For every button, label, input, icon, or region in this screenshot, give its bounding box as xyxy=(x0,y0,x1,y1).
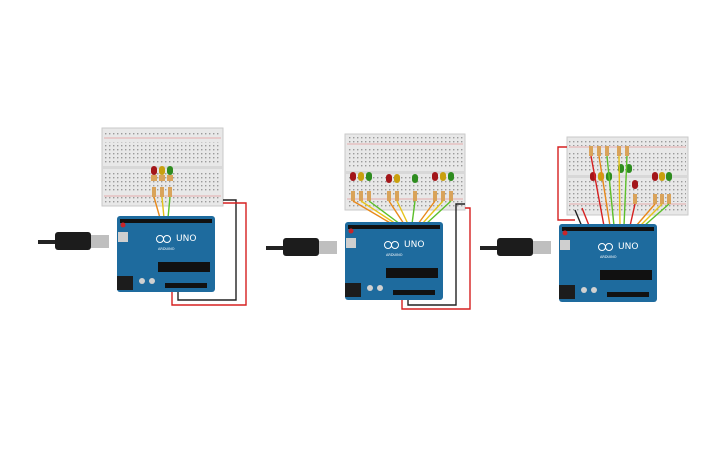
board-brand-label: UNO xyxy=(176,234,196,244)
board-brand-label: UNO xyxy=(618,242,638,252)
usb-cable-1[interactable] xyxy=(38,232,109,250)
board-brand-label: UNO xyxy=(404,240,424,250)
leds-2[interactable] xyxy=(350,172,454,183)
led-green-1[interactable] xyxy=(167,166,173,181)
led-red-1[interactable] xyxy=(151,166,157,181)
usb-cable-3[interactable] xyxy=(480,238,551,256)
circuit-3[interactable]: UNO ARDUINO xyxy=(480,136,689,302)
arduino-board-1[interactable]: UNO ARDUINO xyxy=(117,216,215,292)
usb-cable-2[interactable] xyxy=(266,238,337,256)
resistors-1[interactable] xyxy=(152,187,172,197)
resistors-2[interactable] xyxy=(351,191,453,201)
arduino-board-2[interactable]: UNO ARDUINO xyxy=(345,222,443,300)
board-maker-label: ARDUINO xyxy=(158,247,175,251)
wires-1[interactable] xyxy=(153,196,247,306)
resistors-3-top[interactable] xyxy=(589,146,629,156)
board-maker-label: ARDUINO xyxy=(600,255,617,259)
resistors-3-bottom[interactable] xyxy=(633,194,671,204)
wires-2[interactable] xyxy=(352,200,471,310)
board-maker-label: ARDUINO xyxy=(386,253,403,257)
circuit-1[interactable]: UNO ARDUINO xyxy=(38,127,247,306)
circuit-2[interactable]: UNO ARDUINO xyxy=(266,133,471,310)
arduino-board-3[interactable]: UNO ARDUINO xyxy=(559,224,657,302)
breadboard-3[interactable] xyxy=(566,136,689,216)
led-yellow-1[interactable] xyxy=(159,166,165,181)
